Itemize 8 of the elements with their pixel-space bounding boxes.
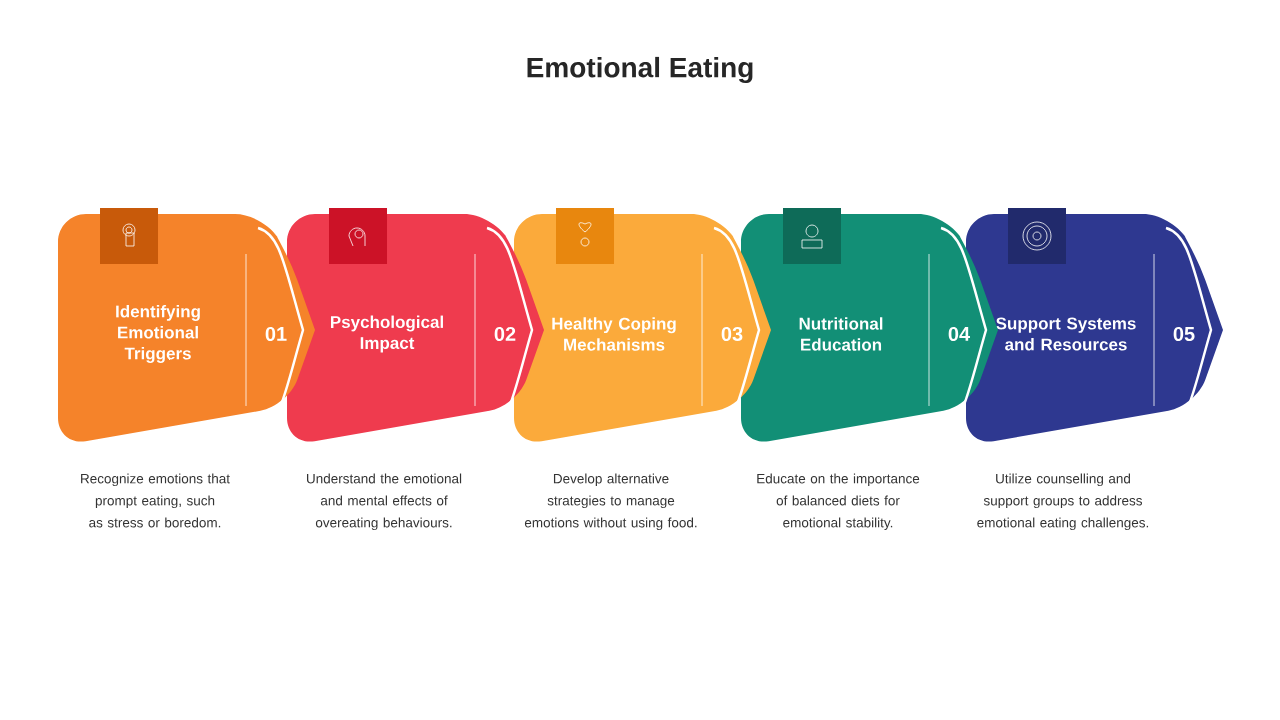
- title: Emotional Eating: [527, 56, 753, 84]
- chevron-box: Psychological Impact 02: [287, 214, 544, 442]
- description-text: Develop alternative strategies to manage emotions without using food.: [524, 473, 697, 531]
- description-text: Utilize counselling and support groups to address emotional eating challenges.: [977, 473, 1149, 531]
- description-text: Recognize emotions that prompt eating, such as stress or boredom.: [81, 473, 230, 528]
- description-text: Educate on the importance of balanced diets for emotional stability.: [757, 473, 920, 531]
- description-text: Understand the emotional and mental effects of overeating behaviours.: [307, 473, 462, 531]
- chevron-box: Identifying Emotional Triggers 01: [58, 214, 315, 442]
